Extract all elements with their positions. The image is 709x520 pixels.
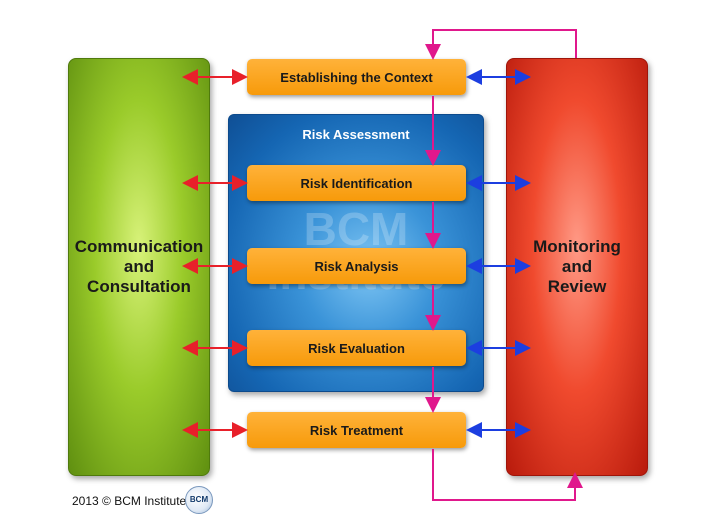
watermark-line1: BCM — [303, 203, 409, 255]
right-pillar-line3: Review — [547, 277, 607, 296]
left-pillar-line2: and — [123, 257, 155, 276]
step-risk-analysis: Risk Analysis — [247, 248, 466, 284]
step-risk-treatment: Risk Treatment — [247, 412, 466, 448]
copyright-text: 2013 © BCM Institute — [72, 494, 187, 508]
feedback-arrow-top — [425, 29, 577, 60]
left-pillar-line3: Consultation — [87, 277, 191, 296]
step-risk-identification: Risk Identification — [247, 165, 466, 201]
feedback-arrow-bottom — [432, 449, 583, 501]
right-pillar-line1: Monitoring — [533, 237, 621, 256]
step-establishing-context: Establishing the Context — [247, 59, 466, 95]
left-pillar-line1: Communication — [74, 237, 204, 256]
step-risk-evaluation: Risk Evaluation — [247, 330, 466, 366]
right-pillar-line2: and — [561, 257, 593, 276]
logo-text: BCM — [189, 495, 209, 504]
bcm-logo-icon: BCM — [185, 486, 213, 514]
risk-assessment-title: Risk Assessment — [302, 127, 410, 142]
